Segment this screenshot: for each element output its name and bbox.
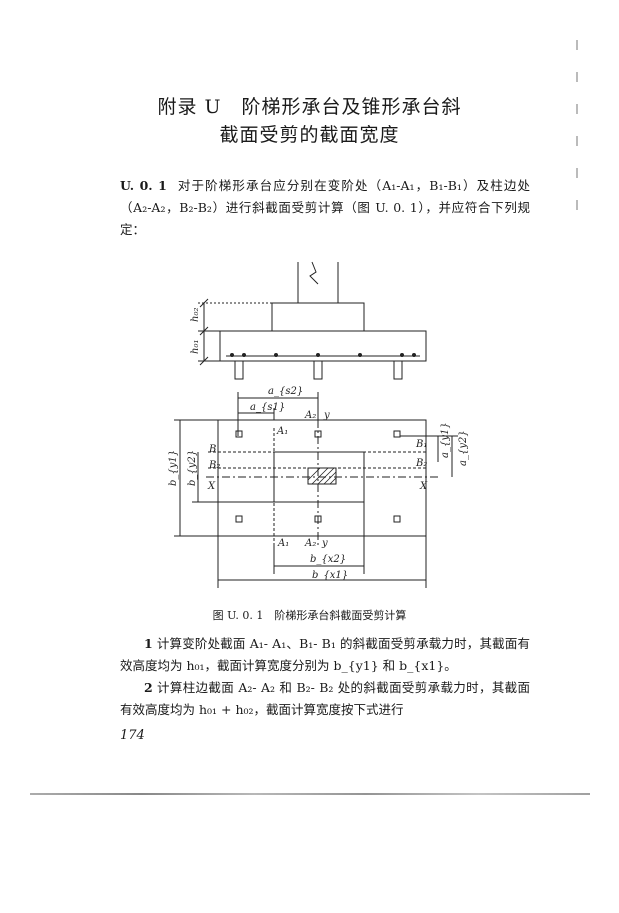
item-1-text: 计算变阶处截面 A₁- A₁、B₁- B₁ 的斜截面受剪承载力时，其截面有效高度… [120, 636, 530, 673]
label-as2: a_{s2} [268, 386, 303, 397]
label-y-top: y [323, 410, 330, 421]
label-B2-left: B₂ [208, 460, 220, 471]
label-A1-bottom: A₁ [277, 538, 289, 549]
label-A1-top: A₁ [276, 426, 288, 437]
label-h02: h₀₂ [190, 308, 201, 322]
label-B1-right: B₁ [415, 439, 427, 450]
label-ay1: a_{y1} [440, 422, 451, 458]
label-ay2: a_{y2} [458, 430, 469, 466]
label-bx1: b_{x1} [312, 570, 348, 581]
label-A2-bottom: A₂ [304, 538, 316, 549]
label-X-left: X [207, 481, 216, 492]
label-h01: h₀₁ [190, 340, 201, 354]
scan-artifact-line [30, 793, 590, 795]
section-number: U. 0. 1 [120, 178, 167, 193]
section-text: 对于阶梯形承台应分别在变阶处（A₁-A₁，B₁-B₁）及柱边处（A₂-A₂，B₂… [120, 178, 531, 237]
item-1-number: 1 [144, 636, 153, 651]
item-2: 2 计算柱边截面 A₂- A₂ 和 B₂- B₂ 处的斜截面受剪承载力时，其截面… [120, 677, 530, 721]
appendix-title-line1: 附录 U 阶梯形承台及锥形承台斜 [157, 96, 462, 118]
figure-caption: 图 U. 0. 1 阶梯形承台斜截面受剪计算 [212, 609, 407, 622]
scan-edge-marks [576, 40, 580, 240]
label-X-right: X [419, 481, 428, 492]
item-2-number: 2 [144, 680, 153, 695]
label-B2-right: B₂ [415, 458, 427, 469]
page-number: 174 [120, 728, 145, 743]
label-by1: b_{y1} [168, 450, 179, 486]
label-B-left: B [208, 444, 216, 455]
label-bx2: b_{x2} [310, 554, 346, 565]
item-2-text: 计算柱边截面 A₂- A₂ 和 B₂- B₂ 处的斜截面受剪承载力时，其截面有效… [120, 680, 530, 717]
label-by2: b_{y2} [187, 450, 198, 486]
label-y-bottom: y [321, 538, 328, 549]
label-as1: a_{s1} [250, 402, 285, 413]
appendix-title-line2: 截面受剪的截面宽度 [219, 124, 400, 146]
item-1: 1 计算变阶处截面 A₁- A₁、B₁- B₁ 的斜截面受剪承载力时，其截面有效… [120, 633, 530, 677]
label-A2-top: A₂ [304, 410, 316, 421]
